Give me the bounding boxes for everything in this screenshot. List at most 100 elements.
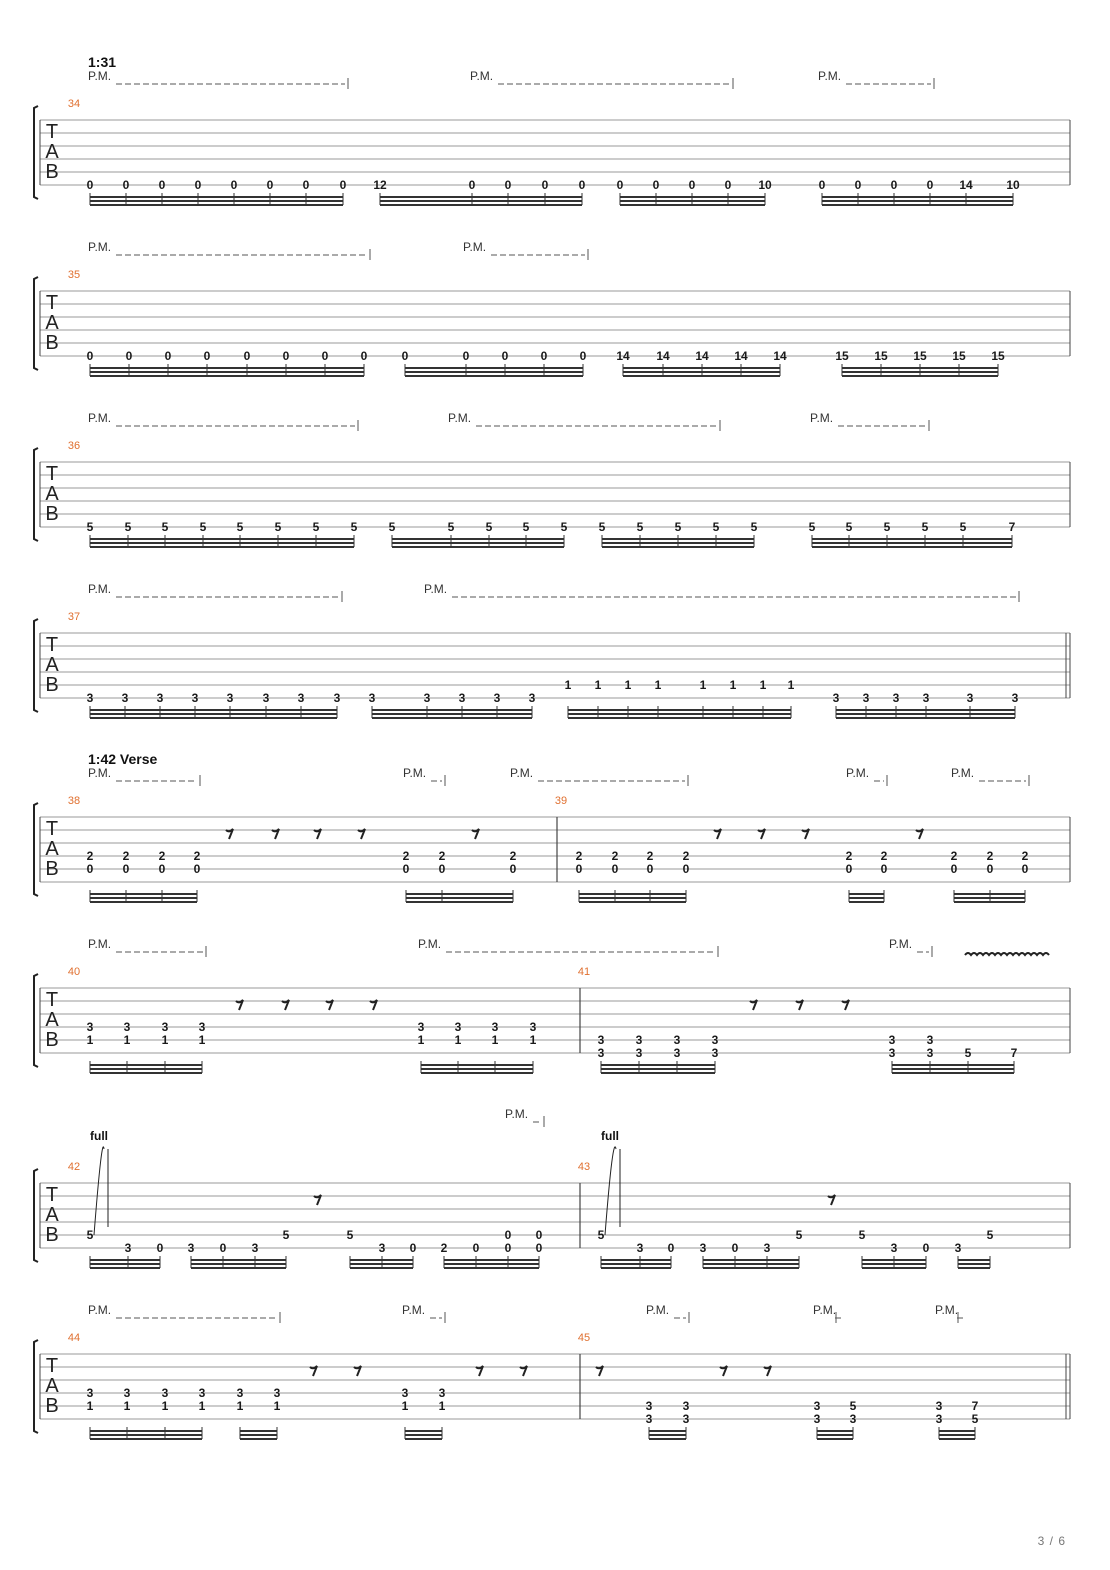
fret-number: 3 [764, 1241, 771, 1255]
measure-number: 42 [68, 1161, 80, 1173]
fret-number: 3 [700, 1241, 707, 1255]
fret-number: 3 [927, 1033, 934, 1047]
fret-number: 3 [889, 1046, 896, 1060]
fret-number: 5 [960, 520, 967, 534]
fret-number: 1 [492, 1033, 499, 1047]
eighth-rest [225, 828, 234, 840]
fret-number: 0 [951, 862, 958, 876]
fret-number: 14 [959, 178, 973, 192]
fret-number: 2 [987, 849, 994, 863]
fret-number: 1 [625, 678, 632, 692]
fret-number: 3 [712, 1046, 719, 1060]
fret-number: 3 [162, 1386, 169, 1400]
fret-number: 0 [612, 862, 619, 876]
bend-arrow [93, 1146, 105, 1236]
fret-number: 0 [322, 349, 329, 363]
fret-number: 0 [542, 178, 549, 192]
eighth-rest [235, 999, 244, 1011]
eighth-rest [595, 1365, 604, 1377]
tab-clef-letter: A [45, 1375, 59, 1397]
fret-number: 3 [379, 1241, 386, 1255]
fret-number: 3 [683, 1399, 690, 1413]
fret-number: 1 [530, 1033, 537, 1047]
fret-number: 0 [403, 862, 410, 876]
eighth-rest [757, 828, 766, 840]
eighth-rest [519, 1365, 528, 1377]
palm-mute-label: P.M. [88, 411, 111, 425]
tab-clef-letter: T [46, 121, 58, 143]
palm-mute-label: P.M. [510, 766, 533, 780]
fret-number: 0 [204, 349, 211, 363]
palm-mute-label: P.M. [818, 69, 841, 83]
fret-number: 0 [668, 1241, 675, 1255]
fret-number: 0 [244, 349, 251, 363]
fret-number: 0 [123, 178, 130, 192]
fret-number: 3 [402, 1386, 409, 1400]
fret-number: 0 [647, 862, 654, 876]
eighth-rest [827, 1194, 836, 1206]
fret-number: 12 [373, 178, 387, 192]
fret-number: 2 [683, 849, 690, 863]
fret-number: 14 [773, 349, 787, 363]
fret-number: 1 [124, 1033, 131, 1047]
fret-number: 3 [157, 691, 164, 705]
fret-number: 0 [987, 862, 994, 876]
fret-number: 0 [267, 178, 274, 192]
eighth-rest [749, 999, 758, 1011]
eighth-rest [795, 999, 804, 1011]
fret-number: 0 [159, 862, 166, 876]
eighth-rest [763, 1365, 772, 1377]
fret-number: 3 [893, 691, 900, 705]
fret-number: 0 [683, 862, 690, 876]
eighth-rest [313, 828, 322, 840]
measure-number: 35 [68, 269, 80, 281]
tab-clef-letter: T [46, 818, 58, 840]
fret-number: 0 [579, 178, 586, 192]
fret-number: 5 [351, 520, 358, 534]
fret-number: 1 [455, 1033, 462, 1047]
fret-number: 14 [656, 349, 670, 363]
palm-mute-label: P.M. [424, 582, 447, 596]
fret-number: 5 [637, 520, 644, 534]
tab-clef-letter: B [45, 161, 58, 183]
palm-mute-label: P.M. [88, 240, 111, 254]
fret-number: 3 [199, 1020, 206, 1034]
fret-number: 3 [967, 691, 974, 705]
bend-label: full [90, 1129, 108, 1143]
fret-number: 0 [159, 178, 166, 192]
staff-bracket [33, 276, 39, 371]
fret-number: 15 [991, 349, 1005, 363]
measure-number: 41 [578, 966, 590, 978]
staff-bracket [33, 802, 39, 897]
fret-number: 1 [595, 678, 602, 692]
fret-number: 5 [237, 520, 244, 534]
fret-number: 5 [486, 520, 493, 534]
measure-number: 44 [68, 1332, 80, 1344]
eighth-rest [325, 999, 334, 1011]
fret-number: 0 [463, 349, 470, 363]
fret-number: 0 [340, 178, 347, 192]
palm-mute-label: P.M. [402, 1303, 425, 1317]
fret-number: 2 [846, 849, 853, 863]
fret-number: 3 [298, 691, 305, 705]
eighth-rest [281, 999, 290, 1011]
fret-number: 3 [674, 1046, 681, 1060]
fret-number: 3 [936, 1399, 943, 1413]
tab-clef-letter: T [46, 1355, 58, 1377]
fret-number: 0 [855, 178, 862, 192]
fret-number: 3 [955, 1241, 962, 1255]
fret-number: 5 [523, 520, 530, 534]
eighth-rest [915, 828, 924, 840]
fret-number: 5 [561, 520, 568, 534]
palm-mute-label: P.M. [88, 1303, 111, 1317]
eighth-rest [471, 828, 480, 840]
palm-mute-label: P.M. [418, 937, 441, 951]
palm-mute-label: P.M. [88, 937, 111, 951]
fret-number: 14 [616, 349, 630, 363]
staff-bracket [33, 618, 39, 713]
fret-number: 5 [922, 520, 929, 534]
fret-number: 3 [529, 691, 536, 705]
tab-clef-letter: A [45, 654, 59, 676]
fret-number: 5 [859, 1228, 866, 1242]
palm-mute-label: P.M. [889, 937, 912, 951]
